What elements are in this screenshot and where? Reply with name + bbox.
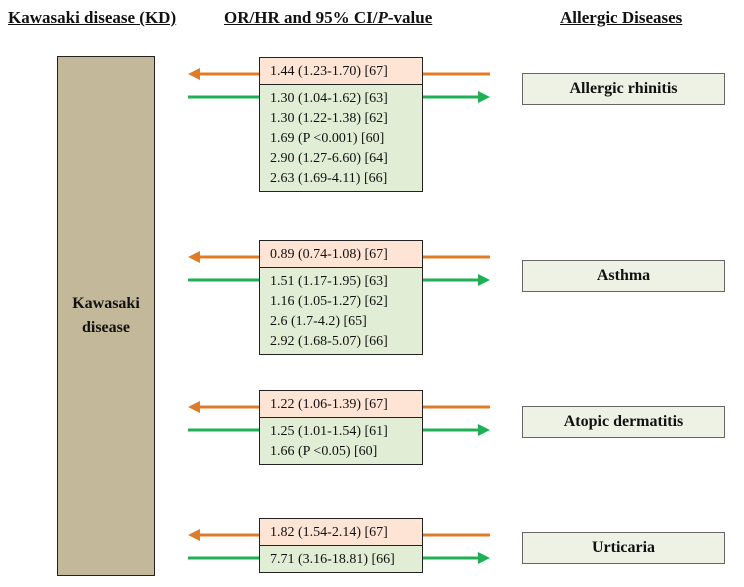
header-stats: OR/HR and 95% CI/P-value <box>224 8 432 28</box>
header-allergic: Allergic Diseases <box>560 8 683 27</box>
green-stat-box: 7.71 (3.16-18.81) [66] <box>259 545 423 573</box>
disease-box: Atopic dermatitis <box>522 406 725 438</box>
kawasaki-disease-box: Kawasaki disease <box>57 56 155 576</box>
green-stat-row: 1.69 (P <0.001) [60] <box>270 131 385 146</box>
green-stat-row: 2.63 (1.69-4.11) [66] <box>270 171 388 186</box>
disease-box: Urticaria <box>522 532 725 564</box>
orange-stat-box: 1.82 (1.54-2.14) [67] <box>259 518 423 546</box>
orange-stat-row: 1.44 (1.23-1.70) [67] <box>270 64 388 79</box>
orange-stat-row: 1.82 (1.54-2.14) [67] <box>270 525 388 540</box>
orange-stat-box: 1.22 (1.06-1.39) [67] <box>259 390 423 418</box>
kd-label-line2: disease <box>81 319 130 336</box>
green-stat-row: 1.51 (1.17-1.95) [63] <box>270 274 388 289</box>
green-stat-row: 1.25 (1.01-1.54) [61] <box>270 424 388 439</box>
green-stat-box: 1.25 (1.01-1.54) [61] 1.66 (P <0.05) [60] <box>259 417 423 465</box>
disease-box: Asthma <box>522 260 725 292</box>
green-stat-row: 2.92 (1.68-5.07) [66] <box>270 334 388 349</box>
green-stat-row: 2.6 (1.7-4.2) [65] <box>270 314 367 329</box>
green-stat-row: 2.90 (1.27-6.60) [64] <box>270 151 388 166</box>
green-stat-row: 1.16 (1.05-1.27) [62] <box>270 294 388 309</box>
header-kawasaki: Kawasaki disease (KD) <box>8 8 177 27</box>
disease-box: Allergic rhinitis <box>522 73 725 105</box>
green-stat-row: 1.30 (1.04-1.62) [63] <box>270 91 388 106</box>
header-stats-suffix: -value <box>387 8 433 27</box>
kd-label-line1: Kawasaki <box>72 295 140 312</box>
orange-stat-box: 1.44 (1.23-1.70) [67] <box>259 57 423 85</box>
green-stat-box: 1.51 (1.17-1.95) [63] 1.16 (1.05-1.27) [6… <box>259 267 423 355</box>
green-stat-row: 1.66 (P <0.05) [60] <box>270 444 378 459</box>
orange-stat-row: 0.89 (0.74-1.08) [67] <box>270 247 388 262</box>
orange-stat-box: 0.89 (0.74-1.08) [67] <box>259 240 423 268</box>
header-stats-italic: P <box>377 8 388 27</box>
green-stat-box: 1.30 (1.04-1.62) [63] 1.30 (1.22-1.38) [6… <box>259 84 423 192</box>
green-stat-row: 1.30 (1.22-1.38) [62] <box>270 111 388 126</box>
header-stats-prefix: OR/HR and 95% CI/ <box>224 8 378 27</box>
orange-stat-row: 1.22 (1.06-1.39) [67] <box>270 397 388 412</box>
green-stat-row: 7.71 (3.16-18.81) [66] <box>270 552 395 567</box>
